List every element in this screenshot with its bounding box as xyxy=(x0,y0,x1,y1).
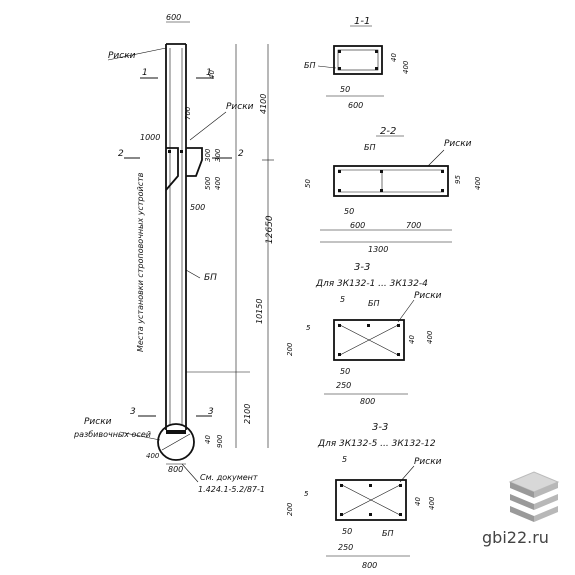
section-2-dim-95: 95 xyxy=(454,175,462,184)
section-2-2: 2-2 БП Риски 50 95 400 50 600 700 1300 xyxy=(304,126,482,254)
label-riski-axes-2: разбивочных осей xyxy=(73,430,151,439)
dim-300-b: 300 xyxy=(214,148,222,162)
dim-40-top: 40 xyxy=(208,70,216,79)
section-3a-dim-5-side: 5 xyxy=(306,324,311,332)
section-2-dim-50-left: 50 xyxy=(304,179,312,188)
dim-2100: 2100 xyxy=(243,404,252,424)
section-1-outline xyxy=(333,45,383,75)
section-3a-subtitle: Для 3К132-1 ... 3К132-4 xyxy=(315,279,428,289)
section-2-riski: Риски xyxy=(444,139,472,149)
label-bp: БП xyxy=(204,273,217,283)
section-3a-dim-40: 40 xyxy=(408,335,416,344)
section-2-bp: БП xyxy=(364,143,376,152)
section-3b-dim-5-side: 5 xyxy=(304,490,309,498)
dim-10150: 10150 xyxy=(255,299,264,324)
section-1-bp: БП xyxy=(304,61,316,70)
section-2-dim-600: 600 xyxy=(350,221,365,230)
foundation-circle xyxy=(157,423,195,461)
section-3b-outline xyxy=(335,479,407,521)
section-3b-dim-200: 200 xyxy=(286,502,294,516)
section-2-dim-400: 400 xyxy=(474,176,482,190)
section-3b-riski: Риски xyxy=(414,457,442,467)
dim-40-bottom: 40 xyxy=(204,435,212,444)
column-elevation: 600 Риски 1 1 40 700 Риски 1000 2 2 xyxy=(73,13,275,494)
section-1-dim-400: 400 xyxy=(402,60,410,74)
section-3b-title: 3-3 xyxy=(372,422,388,433)
dim-400: 400 xyxy=(214,176,222,190)
section-3b-dim-800: 800 xyxy=(362,561,377,570)
section-3b-dim-250: 250 xyxy=(338,543,353,552)
section-3a-riski: Риски xyxy=(414,291,442,301)
section-2-dim-1300: 1300 xyxy=(368,245,388,254)
section-3b-dim-40: 40 xyxy=(414,497,422,506)
section-3b-dim-5: 5 xyxy=(342,455,347,464)
dim-top-width: 600 xyxy=(166,13,181,22)
section-2-dim-700: 700 xyxy=(406,221,421,230)
section-3a-bp: БП xyxy=(368,299,380,308)
section-3a-dim-200: 200 xyxy=(286,342,294,356)
section-3-3-a: 3-3 Для 3К132-1 ... 3К132-4 5 БП Риски 5… xyxy=(286,262,442,406)
section-3a-dim-800: 800 xyxy=(360,397,375,406)
section-2-dim-50-bottom: 50 xyxy=(344,207,354,216)
section-1-marker-left: 1 xyxy=(142,68,148,78)
dim-400-bottom: 400 xyxy=(146,452,160,460)
section-1-1: 1-1 БП 40 400 50 600 xyxy=(304,16,410,110)
label-riski-top: Риски xyxy=(108,51,136,61)
dim-300-a: 300 xyxy=(204,148,212,162)
dim-900: 900 xyxy=(216,434,224,448)
dim-800: 800 xyxy=(168,465,183,474)
dim-12650: 12650 xyxy=(265,215,275,244)
section-2-marker-left: 2 xyxy=(118,149,124,159)
console-bracket xyxy=(186,147,203,177)
section-3-3-b: 3-3 Для 3К132-5 ... 3К132-12 5 Риски 5 2… xyxy=(286,422,442,570)
section-3a-outline xyxy=(333,319,405,361)
stacked-slabs-icon xyxy=(508,471,560,522)
section-3a-dim-250: 250 xyxy=(336,381,351,390)
section-3b-dim-50: 50 xyxy=(342,527,352,536)
section-2-title: 2-2 xyxy=(380,126,396,137)
section-3b-dim-400: 400 xyxy=(428,496,436,510)
dim-500-b: 500 xyxy=(190,203,205,212)
label-riski-mid: Риски xyxy=(226,102,254,112)
section-1-title: 1-1 xyxy=(354,16,370,27)
section-2-outline xyxy=(333,165,449,197)
brand-watermark: gbi22.ru xyxy=(482,528,549,547)
dim-4100: 4100 xyxy=(259,94,268,114)
section-3-marker-left: 3 xyxy=(130,407,136,417)
section-3b-subtitle: Для 3К132-5 ... 3К132-12 xyxy=(317,439,436,449)
section-1-dim-50: 50 xyxy=(340,85,350,94)
section-2-marker-right: 2 xyxy=(238,149,244,159)
section-3a-dim-400: 400 xyxy=(426,330,434,344)
dim-500: 500 xyxy=(204,176,212,190)
section-1-marker-right: 1 xyxy=(206,68,212,78)
section-3-marker-right: 3 xyxy=(208,407,214,417)
note-vertical: Места установки строповочных устройств xyxy=(136,172,145,352)
section-3a-dim-50: 50 xyxy=(340,367,350,376)
section-1-dim-40: 40 xyxy=(390,53,398,62)
label-doc: См. документ xyxy=(200,473,258,482)
label-doc-ref: 1.424.1-5.2/87-1 xyxy=(198,485,265,494)
dim-700: 700 xyxy=(184,106,192,120)
section-3a-title: 3-3 xyxy=(354,262,370,273)
section-3a-dim-5: 5 xyxy=(340,295,345,304)
section-3b-bp: БП xyxy=(382,529,394,538)
section-1-dim-600: 600 xyxy=(348,101,363,110)
label-riski-axes-1: Риски xyxy=(84,417,112,427)
dim-1000: 1000 xyxy=(140,133,160,142)
